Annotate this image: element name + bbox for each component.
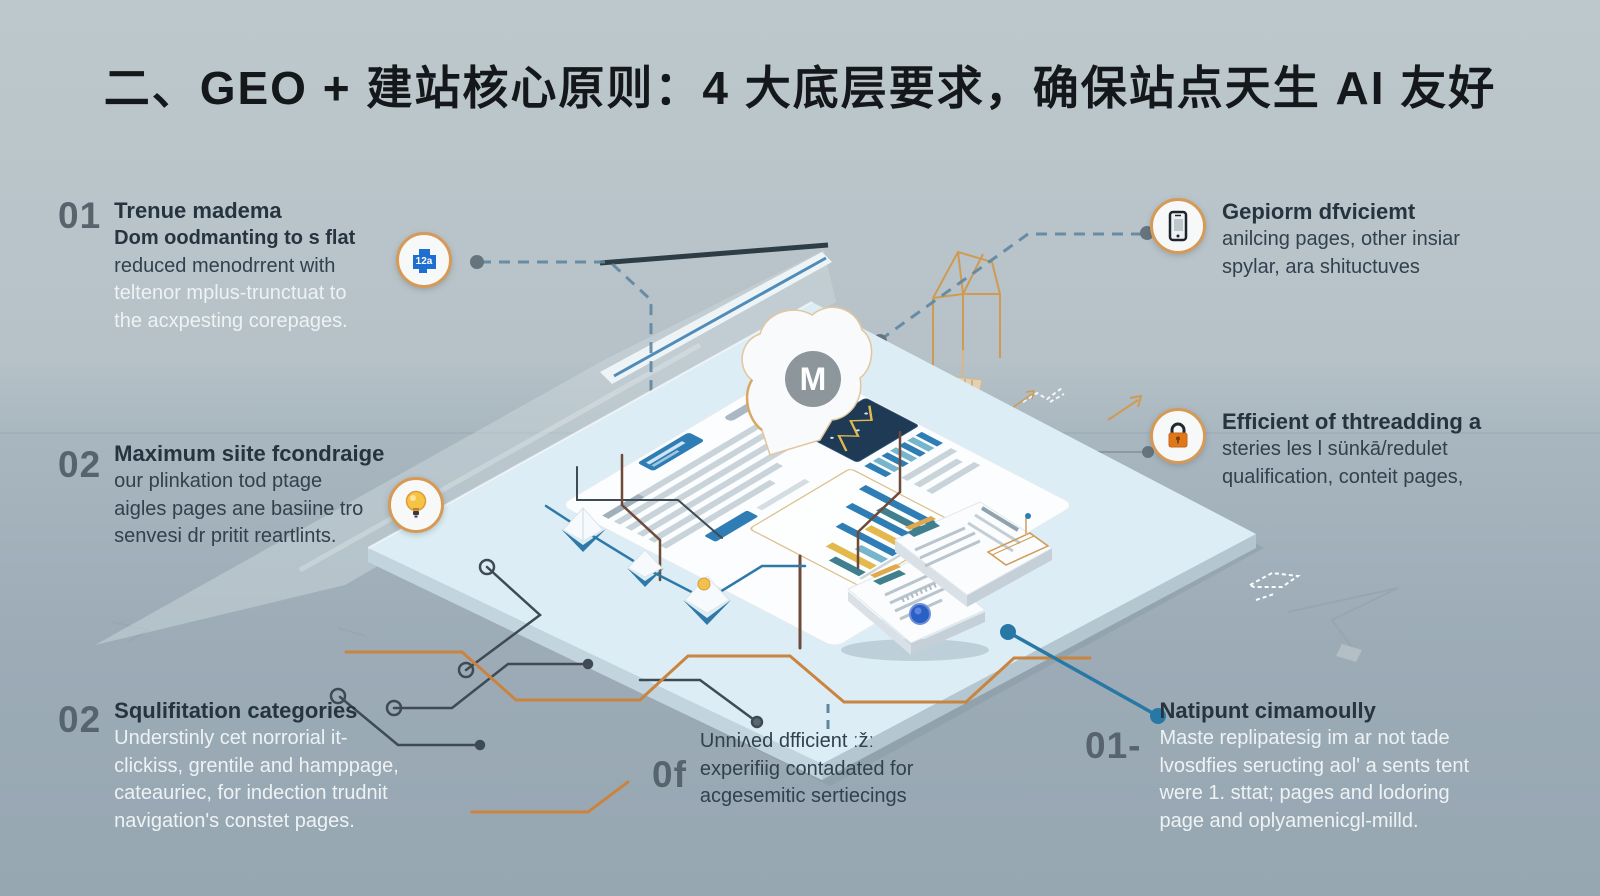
- dark-circuits: [329, 466, 764, 751]
- gray-wireframe-right: [1247, 571, 1399, 662]
- brown-circuits: [620, 430, 902, 650]
- section-bottom-left-heading: Squlifitation categories: [114, 698, 358, 723]
- section-bottom-left-number: 02: [58, 699, 102, 740]
- cloud-logo: M: [741, 306, 873, 456]
- section-bottom-right-number: 01-: [1085, 725, 1142, 766]
- section-bottom-left: 02 Squlifitation categories Understinly …: [58, 698, 399, 832]
- orange-circuits: [344, 650, 1092, 814]
- connector-top-left: [470, 255, 653, 396]
- section-mid-right-heading: Efficient of thtreadding a: [1222, 409, 1482, 434]
- cloud-badge-letter: M: [800, 361, 827, 397]
- crystal-markers: [561, 507, 731, 625]
- section-bottom-center-number: 0f: [652, 754, 687, 795]
- section-mid-left-number: 02: [58, 444, 102, 485]
- section-mid-left: 02 Maximum siite fcondraige our plinkati…: [58, 441, 385, 547]
- section-mid-right: Efficient of thtreadding a steries les l…: [1150, 408, 1481, 491]
- chalk-sketches: [1011, 387, 1143, 421]
- page-title: 二、GEO + 建站核心原则：4 大底层要求，确保站点天生 AI 友好: [103, 62, 1497, 114]
- section-top-left-heading: Trenue madema: [114, 198, 282, 223]
- document-stamp: [909, 603, 931, 625]
- section-bottom-right: 01- Natipunt cimamoully Maste replipates…: [1085, 698, 1470, 832]
- section-top-right-heading: Gepiorm dfviciemt: [1222, 199, 1416, 224]
- puzzle-badge-icon: 12a: [396, 232, 452, 288]
- puzzle-badge-text: 12a: [416, 256, 433, 267]
- section-top-right: Gepiorm dfviciemt anilcing pages, other …: [1150, 198, 1460, 281]
- connector-bottom-right: [1000, 624, 1166, 724]
- section-mid-left-heading: Maximum siite fcondraige: [114, 441, 385, 466]
- connector-top-right: [873, 226, 1154, 348]
- section-top-left: 01 Trenue madema Dom oodmanting to s fla…: [58, 195, 356, 332]
- stacked-documents: [841, 501, 1053, 661]
- phone-icon: [1150, 198, 1206, 254]
- section-bottom-center: 0f Unniʌed dfficient ːžː experifiig cont…: [652, 730, 914, 807]
- section-top-left-number: 01: [58, 195, 102, 236]
- lock-icon: [1150, 408, 1206, 464]
- lightbulb-icon: [388, 477, 444, 533]
- orange-wireframe-structure: [932, 250, 1001, 377]
- section-bottom-right-heading: Natipunt cimamoully: [1159, 698, 1376, 723]
- cloud-badge-circle: [785, 351, 841, 407]
